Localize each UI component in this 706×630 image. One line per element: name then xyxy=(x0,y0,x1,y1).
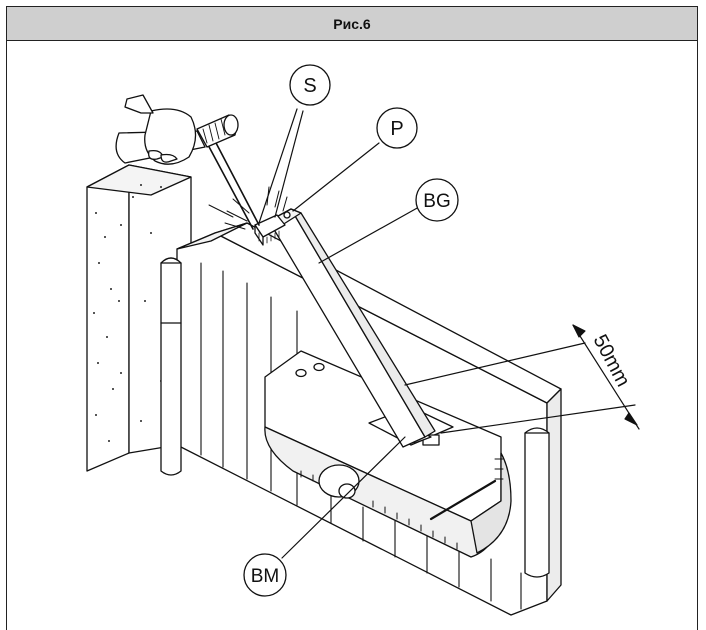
callout-p: P xyxy=(376,107,418,149)
callout-s-label: S xyxy=(303,75,316,97)
rack-teeth xyxy=(300,458,504,550)
figure-title: Рис.6 xyxy=(333,15,371,32)
sparks xyxy=(208,186,288,230)
installation-diagram: 50mm S P BG BM xyxy=(86,64,640,616)
leader-lines xyxy=(258,108,420,559)
figure-header: Рис.6 xyxy=(7,7,697,41)
callout-bg-label: BG xyxy=(423,191,450,212)
callout-p-label: P xyxy=(390,118,403,140)
bracket-bar xyxy=(268,208,436,448)
callout-bm: BM xyxy=(243,553,287,597)
dimension-50mm xyxy=(404,324,640,434)
motor-unit xyxy=(264,350,512,558)
welding-hand xyxy=(115,94,260,230)
callout-bg: BG xyxy=(415,178,459,222)
figure-frame: Рис.6 xyxy=(6,6,698,630)
weld-block xyxy=(208,186,288,246)
callout-s: S xyxy=(289,64,331,106)
callout-bm-label: BM xyxy=(251,566,280,587)
